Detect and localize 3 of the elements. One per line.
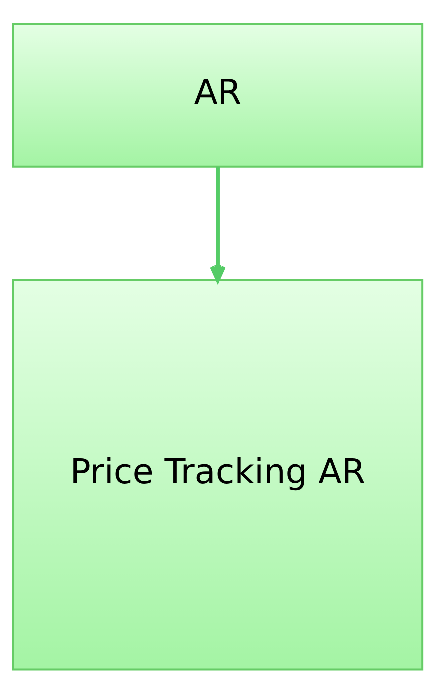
node-box: Price Tracking AR [12,278,424,670]
arrow [210,166,226,282]
node-box: AR [12,22,424,168]
